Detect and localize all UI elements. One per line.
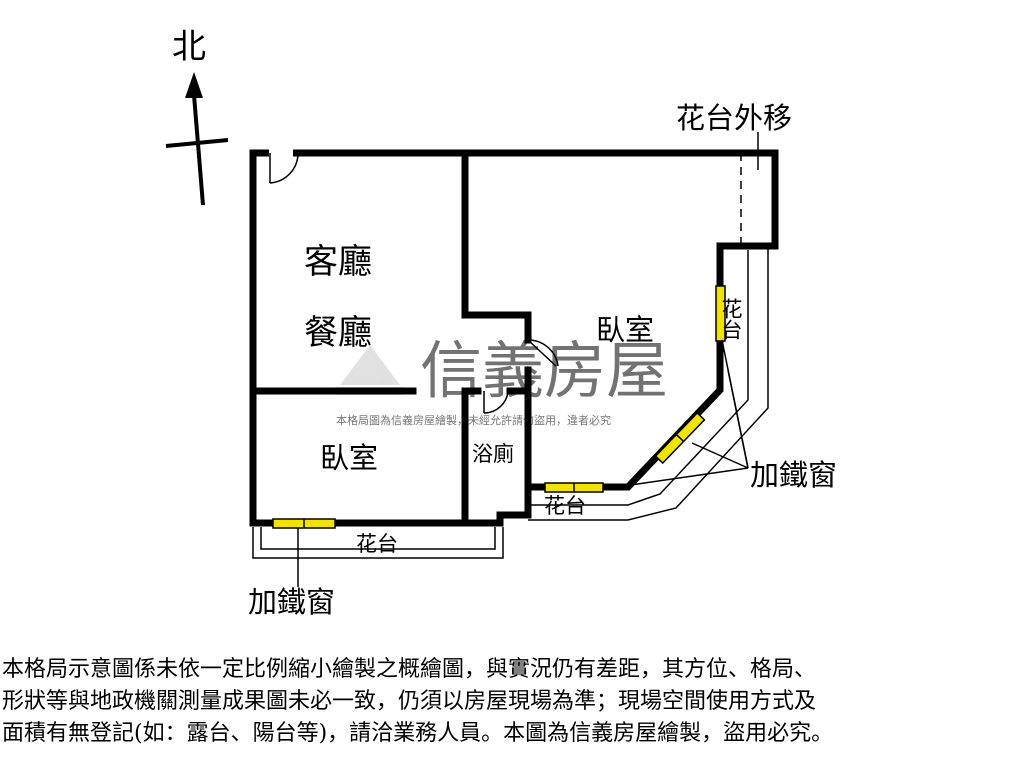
- label-planter-bottom: 花台: [356, 532, 398, 556]
- planters: [252, 153, 769, 559]
- entrance-door-icon: [269, 152, 299, 184]
- label-planter-right-text: 花台: [719, 298, 743, 340]
- disclaimer-line-3: 面積有無登記(如：露台、陽台等)，請洽業務人員。本圖為信義房屋繪製，盜用必究。: [2, 721, 834, 746]
- room-label-dining: 餐廳: [304, 313, 372, 353]
- disclaimer: 本格局示意圖係未依一定比例縮小繪製之概繪圖，與實況仍有差距，其方位、格局、 形狀…: [2, 654, 1022, 750]
- disclaimer-line-1: 本格局示意圖係未依一定比例縮小繪製之概繪圖，與實況仍有差距，其方位、格局、: [2, 657, 817, 682]
- bathroom-door-icon: [483, 390, 509, 414]
- north-arrow-icon: [165, 72, 229, 206]
- label-iron-window-bottom: 加鐵窗: [248, 585, 335, 619]
- compass-north-label: 北: [172, 27, 206, 67]
- label-planter-right: 花台: [719, 298, 743, 340]
- disclaimer-line-2: 形狀等與地政機關測量成果圖未必一致，仍須以房屋現場為準；現場空間使用方式及: [2, 689, 817, 714]
- label-planter-moved-out: 花台外移: [676, 101, 792, 135]
- watermark: 信義房屋 本格局圖為信義房屋繪製，未經允許請勿盜用，違者必究: [335, 334, 668, 427]
- room-label-living: 客廳: [304, 242, 372, 282]
- room-label-bathroom: 浴廁: [472, 442, 514, 466]
- label-planter-mid: 花台: [544, 494, 586, 518]
- watermark-brand: 信義房屋: [420, 334, 668, 407]
- floor-plan: 信義房屋 本格局圖為信義房屋繪製，未經允許請勿盜用，違者必究 北: [165, 27, 837, 619]
- bedroom-door-icon: [527, 339, 559, 367]
- window-right-vertical: [715, 285, 726, 342]
- watermark-notice: 本格局圖為信義房屋繪製，未經允許請勿盜用，違者必究: [336, 413, 611, 427]
- leader-lines: [297, 132, 759, 587]
- window-right-diagonal: [654, 411, 706, 465]
- room-label-small-bedroom: 臥室: [320, 441, 378, 475]
- room-label-main-bedroom: 臥室: [596, 313, 654, 347]
- label-iron-window-right: 加鐵窗: [750, 458, 837, 492]
- iron-windows: [272, 285, 726, 529]
